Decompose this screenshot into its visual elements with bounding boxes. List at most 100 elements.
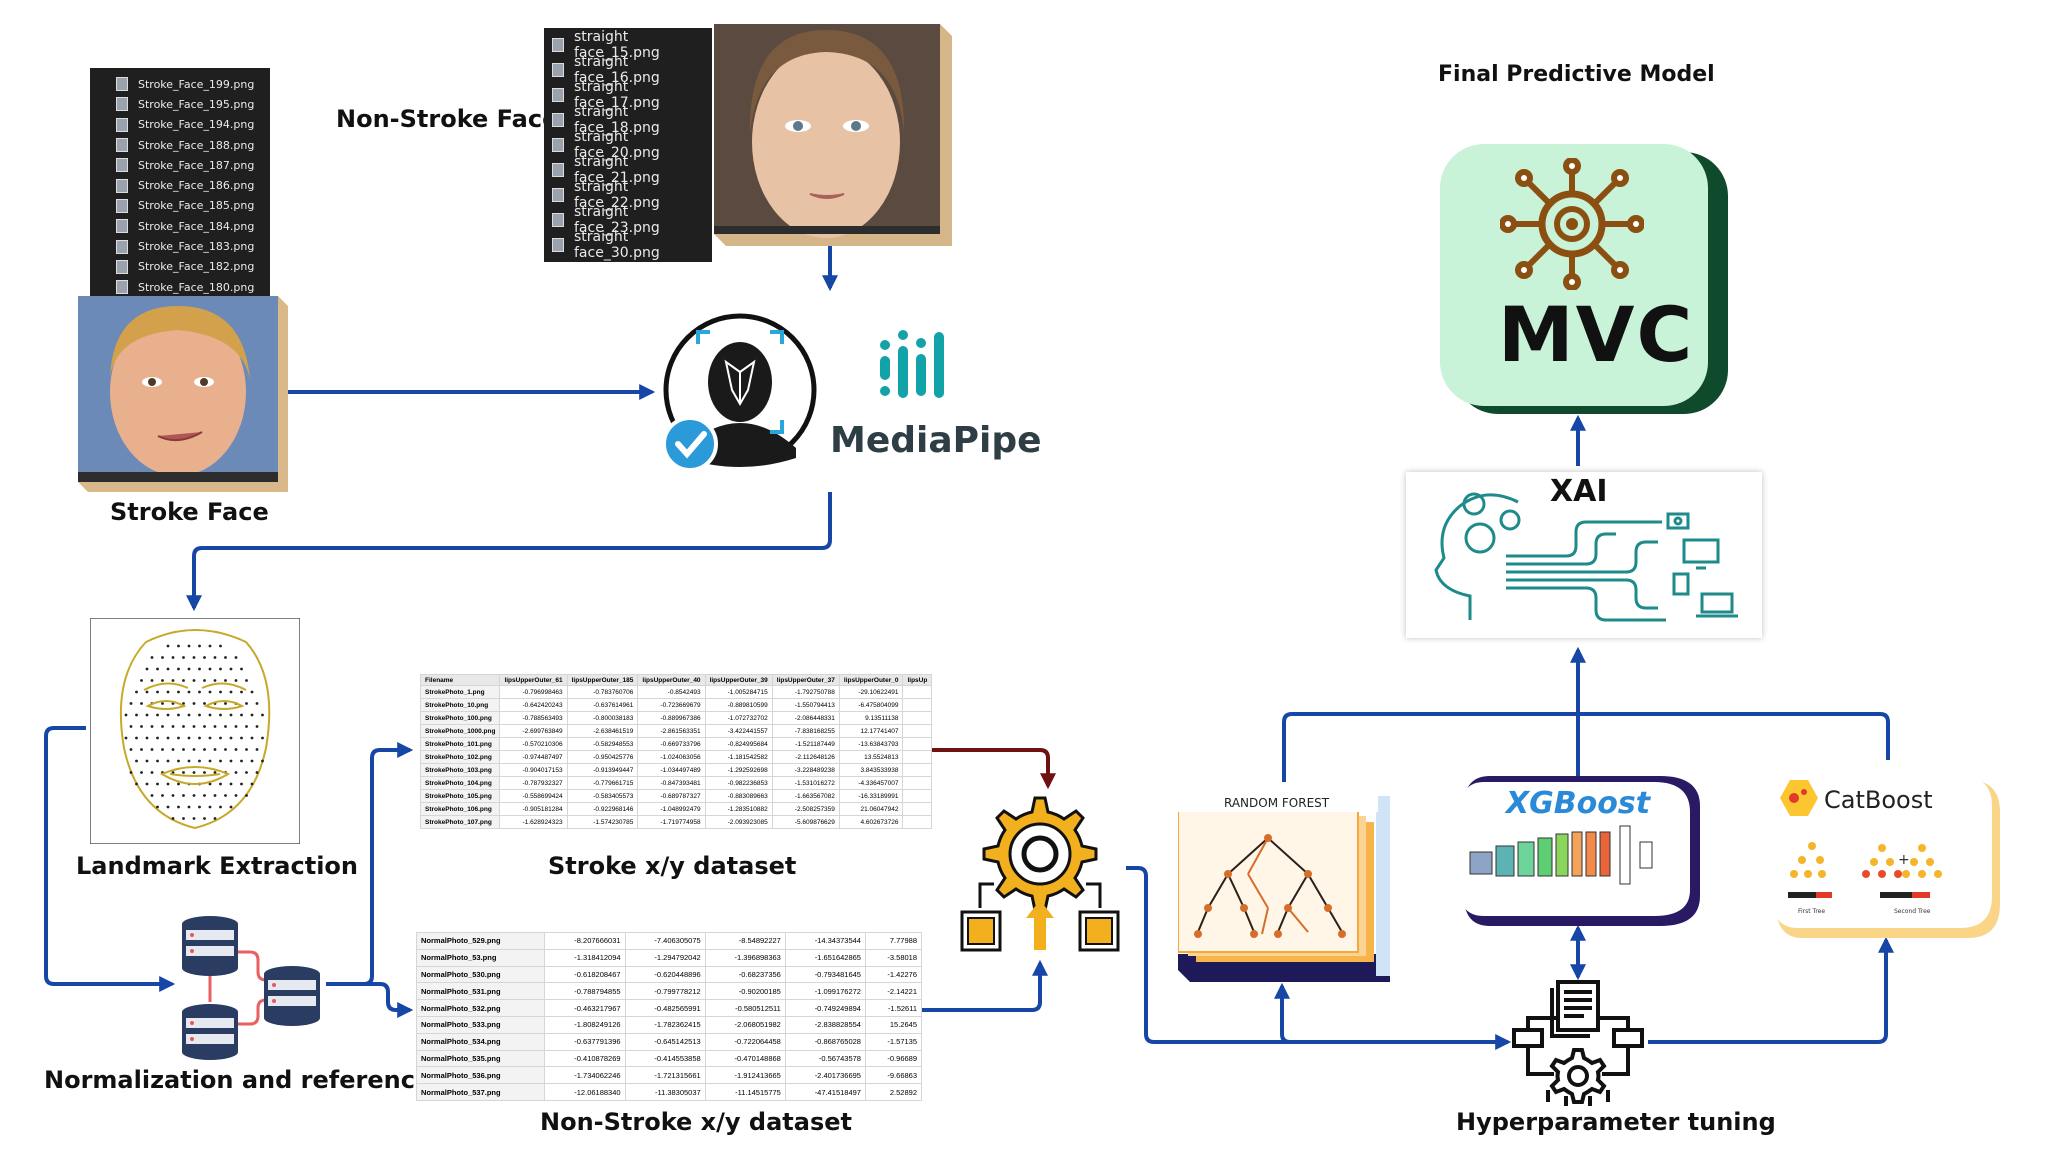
table-cell: StrokePhoto_103.png [419,763,501,777]
table-row: StrokePhoto_103.png-0.904017153-0.913949… [419,763,933,777]
table-cell: -0.8542493 [637,685,706,699]
table-cell [902,789,933,803]
table-cell: -47.41518497 [784,1083,866,1101]
file-name: Stroke_Face_187.png [138,158,255,172]
table-cell: -16.33189991 [838,789,904,803]
non-stroke-dataset-label: Non-Stroke x/y dataset [540,1108,852,1136]
table-cell: -1.651642865 [784,948,866,967]
table-cell: -0.796998463 [499,685,568,699]
table-cell: NormalPhoto_53.png [415,948,546,967]
file-name: straight face_16.png [574,53,660,86]
file-name: Stroke_Face_184.png [138,219,255,233]
table-cell: -13.63843793 [838,737,904,751]
table-cell: -2.508257359 [771,802,840,816]
table-cell: -0.783760706 [566,685,639,699]
file-image-icon [116,198,128,213]
table-cell: -1.181542582 [704,750,773,764]
table-cell: 3.843533938 [838,763,904,777]
column-header: Filename [419,674,501,686]
table-cell: -0.645142513 [624,1032,706,1051]
xgboost-card [1460,776,1700,926]
file-image-icon [552,162,564,177]
file-name: straight face_20.png [574,128,660,161]
file-name: straight face_15.png [574,28,660,61]
table-cell: -2.14221 [864,982,923,1001]
table-row: StrokePhoto_101.png-0.570210306-0.582948… [419,737,933,751]
table-row: StrokePhoto_1.png-0.796998463-0.78376070… [419,685,933,699]
table-cell [902,763,933,777]
table-cell: NormalPhoto_533.png [415,1015,546,1034]
table-cell: -0.558699424 [499,789,568,803]
table-cell: -8.207666031 [544,932,626,950]
table-cell: -0.824995684 [704,737,773,751]
file-image-icon [116,178,128,193]
table-row: StrokePhoto_106.png-0.905181284-0.922968… [419,802,933,816]
table-cell: -2.093923085 [704,815,773,829]
table-cell: -1.52611 [864,999,923,1017]
stroke-file-item: Stroke_Face_182.png [90,257,270,277]
file-image-icon [552,212,564,227]
table-cell: -1.072732702 [704,711,773,725]
mediapipe-logo-icon [880,330,944,398]
straight-file-item: straight face_16.png [544,54,712,86]
stroke-file-item: Stroke_Face_195.png [90,94,270,114]
table-cell: StrokePhoto_104.png [419,776,501,790]
stroke-file-item: Stroke_Face_199.png [90,74,270,94]
table-row: NormalPhoto_537.png-12.06188340-11.38305… [415,1083,923,1101]
table-cell: StrokePhoto_107.png [419,815,501,829]
table-cell: -0.68237356 [704,965,786,984]
neural-network-icon [1469,825,1653,885]
table-cell: -0.583405573 [566,789,639,803]
table-row: StrokePhoto_105.png-0.558699424-0.583405… [419,789,933,803]
stroke-face-label: Stroke Face [110,498,269,526]
table-row: NormalPhoto_53.png-1.318412094-1.2947920… [415,948,923,967]
table-cell: -6.475804099 [838,698,904,712]
table-cell: -1.734062246 [544,1066,626,1085]
arrow-tuning-to-randomforest [1274,982,1508,1044]
file-name: Stroke_Face_185.png [138,199,255,213]
final-model-label: Final Predictive Model [1438,62,1715,87]
stroke-file-item: Stroke_Face_180.png [90,277,270,297]
file-name: straight face_17.png [574,78,660,111]
file-image-icon [116,158,128,173]
column-header: lipsUpperOuter_61 [499,674,568,686]
file-image-icon [116,239,128,254]
mvc-label: MVC [1498,290,1695,379]
column-header: lipsUpperOuter_40 [637,674,706,686]
table-cell: StrokePhoto_100.png [419,711,501,725]
table-cell: -0.56743578 [784,1049,866,1068]
table-cell: -12.06188340 [544,1083,626,1101]
table-cell: 13.5524813 [838,750,904,764]
table-cell: -0.779661715 [566,776,639,790]
hyperparameter-tuning-label: Hyperparameter tuning [1456,1108,1776,1136]
table-cell: -0.470148868 [704,1049,786,1068]
arrow-stroke-dataset-to-gear [924,748,1056,790]
stroke-file-item: Stroke_Face_188.png [90,135,270,155]
catboost-card: + [1772,776,2000,938]
table-cell: -0.868765028 [784,1032,866,1051]
table-cell: -0.889810599 [704,698,773,712]
table-cell: NormalPhoto_534.png [415,1032,546,1051]
svg-text:+: + [1898,852,1910,868]
table-cell: -1.521187449 [771,737,840,751]
table-cell: -0.913949447 [566,763,639,777]
table-cell: -0.904017153 [499,763,568,777]
table-cell: -9.66863 [864,1066,923,1085]
file-image-icon [552,37,564,52]
table-cell: 12.17741407 [838,724,904,738]
table-cell: NormalPhoto_530.png [415,965,546,984]
table-cell: -1.048992479 [637,802,706,816]
table-cell [902,750,933,764]
checkmark-badge-icon [662,416,718,472]
table-cell: StrokePhoto_101.png [419,737,501,751]
file-name: straight face_21.png [574,153,660,186]
table-cell: StrokePhoto_1000.png [419,724,501,738]
table-cell: -0.637614961 [566,698,639,712]
table-row: NormalPhoto_529.png-8.207666031-7.406305… [415,932,923,950]
table-cell: NormalPhoto_535.png [415,1049,546,1068]
table-cell: NormalPhoto_529.png [415,932,546,950]
arrow-landmark-to-normalization [44,726,176,992]
table-cell: -0.482565991 [624,999,706,1017]
table-cell: -0.410878269 [544,1049,626,1068]
file-name: Stroke_Face_195.png [138,97,255,111]
